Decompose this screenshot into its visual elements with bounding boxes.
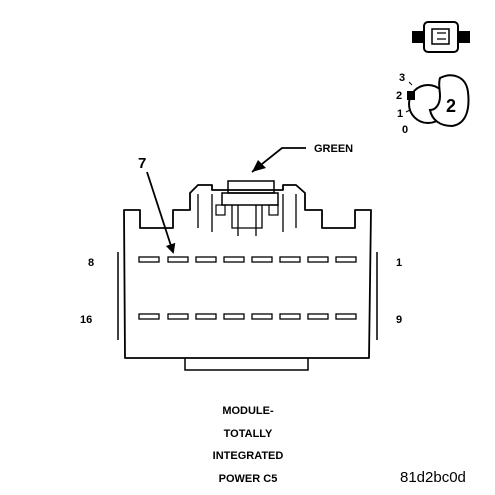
color-label: GREEN xyxy=(314,143,353,155)
title-line-1: MODULE- xyxy=(222,405,274,417)
pin-callout: 7 xyxy=(138,155,176,254)
key-position-0: 0 xyxy=(402,124,408,136)
pin-cavity xyxy=(251,256,273,263)
pin-label-1: 1 xyxy=(396,257,402,269)
pin-cavity xyxy=(307,313,329,320)
connector-body xyxy=(117,180,378,371)
pin-cavity xyxy=(138,313,160,320)
title-line-4: POWER C5 xyxy=(219,473,278,485)
pin-cavity xyxy=(223,256,245,263)
pin-cavity xyxy=(279,313,301,320)
key-active-position: 2 xyxy=(446,96,456,116)
key-position-1: 1 xyxy=(397,108,403,120)
ignition-key-icon: 3 2 1 0 2 xyxy=(396,72,470,136)
connector-icon xyxy=(412,21,470,53)
color-callout: GREEN xyxy=(251,143,353,173)
pin-cavity xyxy=(223,313,245,320)
pin-cavity xyxy=(167,256,189,263)
pin-cavity xyxy=(195,256,217,263)
connector-title: MODULE- TOTALLY INTEGRATED POWER C5 xyxy=(213,405,284,485)
pin-cavity xyxy=(307,256,329,263)
pin-cavity xyxy=(195,313,217,320)
pin-label-9: 9 xyxy=(396,314,402,326)
pin-label-8: 8 xyxy=(88,257,94,269)
key-position-2: 2 xyxy=(396,90,402,102)
title-line-3: INTEGRATED xyxy=(213,450,284,462)
pin-cavity xyxy=(279,256,301,263)
pin-cavity xyxy=(335,313,357,320)
pin-label-16: 16 xyxy=(80,314,92,326)
pin-callout-label: 7 xyxy=(138,155,146,172)
key-position-3: 3 xyxy=(399,72,405,84)
pin-cavity xyxy=(138,256,160,263)
latch xyxy=(197,180,297,236)
pin-row-top xyxy=(138,256,357,263)
title-line-2: TOTALLY xyxy=(224,428,273,440)
pin-cavity xyxy=(251,313,273,320)
pin-row-bottom xyxy=(138,313,357,320)
image-code: 81d2bc0d xyxy=(400,469,466,486)
pin-cavity xyxy=(335,256,357,263)
pin-cavity xyxy=(167,313,189,320)
